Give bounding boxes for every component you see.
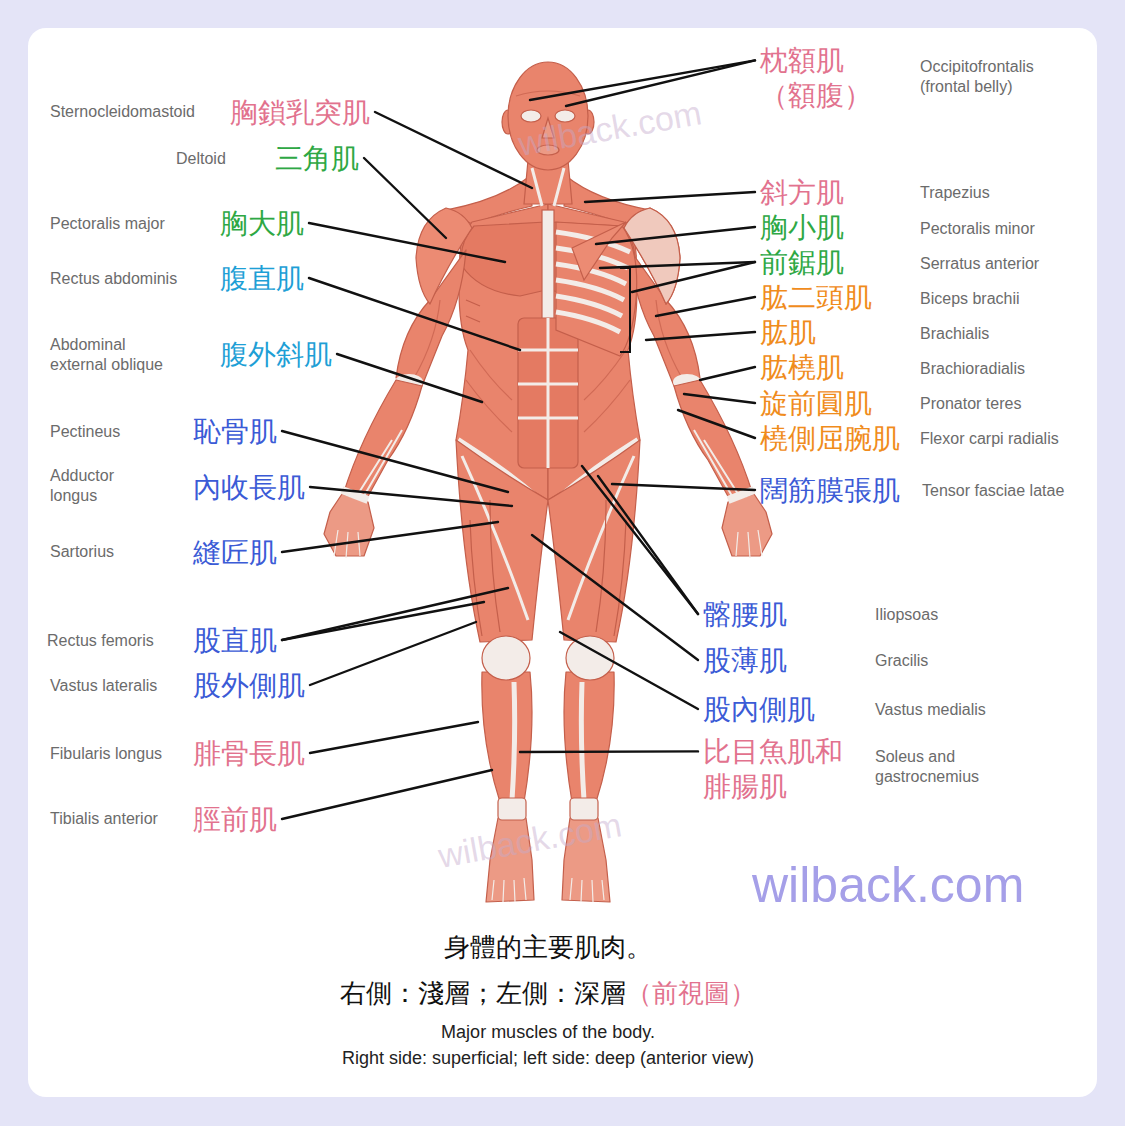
leader-line — [310, 487, 512, 506]
leader-line — [337, 354, 482, 402]
muscle-name-en: Rectus abdominis — [50, 269, 177, 289]
muscle-name-en: Serratus anterior — [920, 254, 1039, 274]
muscle-name-en: Fibularis longus — [50, 744, 162, 764]
leader-line — [560, 632, 698, 709]
muscle-name-zh: 橈側屈腕肌 — [760, 421, 900, 456]
muscle-name-zh: 髂腰肌 — [703, 597, 787, 632]
muscle-name-en: Abdominal external oblique — [50, 335, 175, 375]
bracket — [620, 268, 630, 352]
muscle-name-en: Pectoralis major — [50, 214, 165, 234]
caption-line: （前視圖） — [626, 977, 756, 1010]
muscle-name-en: Tibialis anterior — [50, 809, 158, 829]
leader-line — [678, 410, 755, 438]
muscle-name-en: Brachialis — [920, 324, 989, 344]
muscle-name-en: Biceps brachii — [920, 289, 1020, 309]
leader-line — [582, 466, 698, 614]
muscle-name-zh: 三角肌 — [275, 141, 359, 176]
muscle-name-en: Deltoid — [176, 149, 226, 169]
caption-line: Right side: superficial; left side: deep… — [342, 1047, 754, 1070]
muscle-name-zh: 腹直肌 — [220, 261, 304, 296]
muscle-name-en: Pectoralis minor — [920, 219, 1035, 239]
muscle-name-zh: 胸大肌 — [220, 206, 304, 241]
muscle-name-en: Brachioradialis — [920, 359, 1025, 379]
muscle-name-en: Soleus and gastrocnemius — [875, 747, 1005, 787]
leader-line — [532, 535, 698, 660]
muscle-name-en: Gracilis — [875, 651, 928, 671]
leader-line — [282, 431, 508, 492]
muscle-name-zh: 斜方肌 — [760, 175, 844, 210]
watermark: wilback.com — [752, 854, 1024, 917]
caption-line: 右側：淺層；左側：深層 — [340, 977, 626, 1010]
muscle-name-en: Adductor longus — [50, 466, 140, 506]
leader-line — [309, 223, 505, 262]
leader-line — [598, 476, 698, 614]
muscle-name-zh: 胸小肌 — [760, 210, 844, 245]
leader-line — [364, 158, 446, 238]
muscle-name-en: Tensor fasciae latae — [922, 481, 1064, 501]
leader-line — [612, 484, 755, 490]
watermark: wilback.com — [435, 803, 625, 877]
muscle-name-zh: 股外側肌 — [193, 668, 305, 703]
muscle-name-zh: 恥骨肌 — [193, 414, 277, 449]
leader-line — [646, 332, 755, 340]
muscle-name-zh: 內收長肌 — [193, 470, 305, 505]
leader-line — [656, 297, 755, 316]
leader-line — [282, 602, 484, 640]
muscle-name-en: Flexor carpi radialis — [920, 429, 1059, 449]
muscle-name-zh: 胸鎖乳突肌 — [230, 95, 370, 130]
caption-line: 身體的主要肌肉。 — [444, 931, 652, 964]
muscle-name-zh: 脛前肌 — [193, 802, 277, 837]
leader-line — [282, 770, 492, 819]
muscle-name-en: Rectus femoris — [47, 631, 154, 651]
muscle-name-zh: 肱橈肌 — [760, 350, 844, 385]
muscle-name-en: Occipitofrontalis (frontal belly) — [920, 57, 1070, 97]
muscle-name-en: Iliopsoas — [875, 605, 938, 625]
muscle-name-zh: 股內側肌 — [703, 692, 815, 727]
caption-row: 右側：淺層；左側：深層（前視圖） — [340, 977, 756, 1010]
muscle-name-en: Trapezius — [920, 183, 990, 203]
muscle-name-en: Sartorius — [50, 542, 114, 562]
muscle-name-zh: 腹外斜肌 — [220, 337, 332, 372]
muscle-name-zh: 肱肌 — [760, 315, 816, 350]
leader-line — [530, 60, 755, 100]
muscle-name-en: Vastus lateralis — [50, 676, 157, 696]
muscle-name-zh: 比目魚肌和 腓腸肌 — [703, 734, 851, 804]
leader-line — [700, 367, 755, 380]
leader-line — [309, 278, 520, 350]
watermark: wilback.com — [515, 91, 705, 165]
muscle-name-zh: 枕額肌 （額腹） — [760, 43, 880, 113]
leader-line — [585, 192, 755, 202]
muscle-name-en: Pectineus — [50, 422, 120, 442]
muscle-name-en: Vastus medialis — [875, 700, 986, 720]
leader-line — [310, 722, 478, 753]
leader-line — [520, 750, 698, 753]
leader-line — [282, 522, 498, 552]
muscle-name-zh: 肱二頭肌 — [760, 280, 872, 315]
muscle-name-en: Pronator teres — [920, 394, 1021, 414]
muscle-name-zh: 腓骨長肌 — [193, 736, 305, 771]
muscle-name-zh: 旋前圓肌 — [760, 386, 872, 421]
muscle-name-zh: 闊筋膜張肌 — [760, 473, 900, 508]
muscle-name-en: Sternocleidomastoid — [50, 102, 195, 122]
leader-line — [684, 394, 755, 403]
muscle-name-zh: 縫匠肌 — [193, 535, 277, 570]
muscle-name-zh: 股薄肌 — [703, 643, 787, 678]
leader-line — [632, 262, 755, 292]
leader-line — [375, 112, 532, 188]
muscle-name-zh: 前鋸肌 — [760, 245, 844, 280]
leader-line — [596, 227, 755, 244]
leader-line — [282, 588, 508, 640]
muscle-name-zh: 股直肌 — [193, 623, 277, 658]
leader-line — [310, 622, 476, 685]
caption-line: Major muscles of the body. — [441, 1021, 655, 1044]
